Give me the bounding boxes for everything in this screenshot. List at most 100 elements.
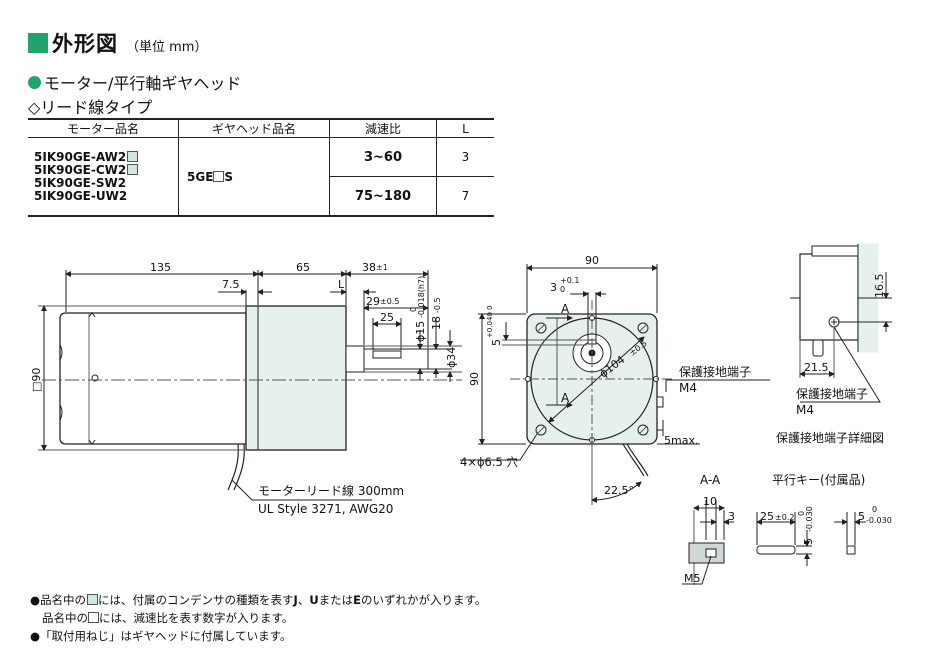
dim-phi104 (548, 336, 645, 423)
capacitor-square-icon (127, 163, 139, 175)
front-view: 保護接地端子 M4 90 3 +0.1 0 5 +0.040 0 A A ϕ10… (460, 254, 770, 505)
motor-screw-icon (91, 374, 99, 382)
spec-table: モーター品名 ギヤヘッド品名 減速比 L 5IK90GE-AW2 5IK90GE… (28, 118, 494, 217)
angle-arc (591, 481, 642, 503)
header-gearhead: ギヤヘッド品名 (178, 118, 330, 138)
section-aa-view: A-A 10 3 M5 (682, 473, 735, 585)
gearhead-body (245, 305, 347, 451)
motor-list: 5IK90GE-AW2 5IK90GE-CW2 5IK90GE-SW2 5IK9… (28, 137, 179, 217)
dim-5max-label: 5max. (664, 434, 698, 447)
lead-leader (231, 479, 372, 501)
header-L: L (436, 118, 494, 138)
dim-65-label: 65 (296, 261, 310, 274)
side-view: モーターリード線 300mm UL Style 3271, AWG20 135 … (30, 261, 462, 516)
dim-3-label: 3 (550, 281, 557, 294)
motor-name: 5IK90GE-CW2 (34, 163, 178, 177)
title-block: 外形図 （単位 mm） (28, 28, 207, 58)
dim-25-key-label: 25 (760, 510, 774, 523)
motor-bolt-heads (88, 312, 96, 445)
ground-leader (665, 379, 770, 392)
key-title: 平行キー(付属品) (772, 473, 865, 487)
motor-name: 5IK90GE-AW2 (34, 150, 178, 164)
holes-label: 4×ϕ6.5 穴 (460, 455, 518, 469)
dim-5a-label: 5 (802, 538, 815, 545)
header-ratio: 減速比 (329, 118, 437, 138)
dim-29-label: 29 (366, 295, 380, 308)
motor-body (59, 312, 247, 445)
motor-name: 5IK90GE-UW2 (34, 188, 128, 203)
shaft-boss (345, 345, 365, 373)
dim-10-label: 10 (703, 495, 717, 508)
dim-18-label: 18 (430, 316, 443, 330)
ratio-cell: 3~60 (329, 137, 437, 177)
dim-phi15-label: ϕ15 (414, 321, 427, 342)
motor-fins (59, 344, 63, 421)
parallel-key-view: 平行キー(付属品) 25 ±0.2 5 -0.030 0 5 -0.030 0 (756, 473, 892, 566)
dim-phi34-label: ϕ34 (445, 347, 458, 368)
section-aa-title: A-A (700, 473, 721, 487)
hole-icon (535, 322, 547, 334)
L-cell: 7 (436, 176, 494, 217)
dim-3-tol-top: +0.1 (560, 276, 579, 285)
ground-detail-view: 16.5 21.5 保護接地端子 M4 保護接地端子詳細図 (776, 243, 892, 445)
motor-name: 5IK90GE-SW2 (34, 175, 127, 190)
dim-5b-label: 5 (858, 510, 865, 523)
subtitle-block: モーター/平行軸ギヤヘッド (28, 70, 241, 94)
dim-L-label: L (338, 278, 345, 291)
note-3: ●「取付用ねじ」はギヤヘッドに付属しています。 (30, 629, 292, 643)
dim-phi15-tol: -0.018(h7) (417, 276, 426, 318)
dim-90-left-label: 90 (468, 372, 481, 386)
key-end-icon (846, 545, 856, 555)
ratio-square-icon (88, 612, 99, 623)
lead-spec: UL Style 3271, AWG20 (258, 502, 393, 516)
dim-sq90-label: □90 (30, 368, 43, 392)
angle-label: 22.5° (604, 484, 634, 497)
detail-housing (799, 253, 859, 341)
ground-screw: M4 (679, 381, 697, 395)
key-side-icon (756, 545, 796, 555)
unit-label: （単位 mm） (126, 39, 208, 55)
L-cell: 3 (436, 137, 494, 177)
dim-25-label: 25 (380, 311, 394, 324)
dim-5a-tol-top: 0 (797, 511, 806, 516)
dim-phi15-tol-top: 0 (409, 307, 418, 312)
dim-29-tol: ±0.5 (380, 297, 399, 306)
header-motor: モーター品名 (28, 118, 179, 138)
terminal-lug-icon (812, 339, 824, 357)
dim-25-key-tol: ±0.2 (775, 513, 794, 522)
dim-18-tol: -0.5 (433, 297, 442, 313)
table-row: 75~180 7 (28, 176, 494, 217)
mounting-holes (535, 322, 649, 436)
hole-icon (637, 322, 649, 334)
dim-16-5-label: 16.5 (873, 274, 886, 299)
lead-label: モーターリード線 300mm (258, 483, 404, 498)
ground-terminal-icon (656, 396, 664, 408)
dim-21-5-label: 21.5 (804, 361, 829, 374)
front-lead-wires (622, 443, 649, 477)
dim-38-tol: ±1 (376, 263, 388, 272)
dim-3-tol-bot: 0 (560, 285, 565, 294)
detail-ground-screw: M4 (796, 403, 814, 417)
dim-5b-tol-top: 0 (872, 505, 877, 514)
ground-label: 保護接地端子 (679, 364, 751, 379)
note-1: ●品名中のには、付属のコンデンサの種類を表すJ、UまたはEのいずれかが入ります。 (30, 593, 487, 607)
m5-leader (682, 555, 712, 585)
type-label: ◇リード線タイプ (28, 98, 153, 117)
lead-wires (227, 443, 245, 491)
capacitor-square-icon (87, 594, 99, 605)
holes-leader (460, 433, 538, 461)
detail-leader (800, 326, 881, 403)
note-2: 品名中のには、減速比を表す数字が入ります。 (42, 611, 294, 625)
ratio-square-icon (213, 170, 225, 182)
detail-caption: 保護接地端子詳細図 (776, 430, 884, 445)
dim-5-tol: +0.040 0 (486, 305, 494, 338)
capacitor-square-icon (127, 150, 139, 162)
dim-5b-tol: -0.030 (866, 516, 892, 525)
table-header-row: モーター品名 ギヤヘッド品名 減速比 L (28, 118, 494, 138)
hole-icon (637, 424, 649, 436)
section-hole (705, 548, 717, 558)
m5-label: M5 (684, 572, 701, 585)
dim-3-aa-label: 3 (728, 510, 735, 523)
